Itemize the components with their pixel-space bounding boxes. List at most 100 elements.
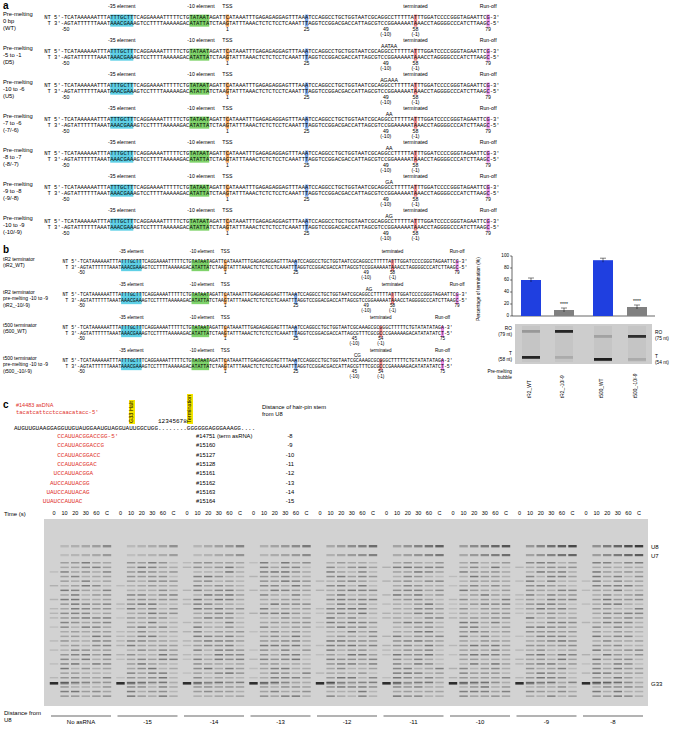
position-number: (-1) xyxy=(377,375,384,380)
gel-band xyxy=(491,659,499,661)
gel-band xyxy=(82,649,90,651)
gel-band xyxy=(116,640,124,641)
gel-band xyxy=(204,590,212,592)
template-strand: T 3'-AGTATTTTTTAAATAAACGAAAGTCCTTTTAAAAA… xyxy=(47,21,499,27)
gel-band xyxy=(236,691,244,693)
gel-band xyxy=(502,576,510,578)
gel-band xyxy=(481,580,489,582)
gel-band xyxy=(470,640,478,642)
gel-band xyxy=(491,677,499,679)
gel-band xyxy=(425,580,433,582)
gel-band xyxy=(369,626,377,628)
gel-band xyxy=(348,640,356,642)
gel-band xyxy=(414,649,422,651)
gel-band xyxy=(159,645,167,647)
gel-band xyxy=(603,594,611,596)
gel-band xyxy=(414,626,422,628)
gel-band xyxy=(614,603,622,605)
gel-band xyxy=(414,594,422,596)
gel-band xyxy=(204,645,212,647)
gel-band xyxy=(138,695,146,697)
gel-band xyxy=(382,613,390,614)
gel-band xyxy=(148,682,156,684)
gel-band xyxy=(491,585,499,587)
gel-band xyxy=(459,580,467,582)
gel-band xyxy=(537,682,545,684)
gel-band xyxy=(614,585,622,587)
gel-band xyxy=(236,545,244,547)
gel-band xyxy=(193,622,201,624)
position-number: 1 xyxy=(226,27,229,32)
gel-band xyxy=(260,691,268,693)
gel-band xyxy=(592,554,600,556)
gel-band xyxy=(60,608,68,610)
gel-band xyxy=(358,631,366,633)
gel-band xyxy=(558,640,566,642)
element-label: -35 element xyxy=(119,316,143,321)
gel-band xyxy=(603,608,611,610)
gel-band xyxy=(393,617,401,619)
gel-band xyxy=(138,686,146,688)
gel-band xyxy=(148,617,156,619)
gel-band xyxy=(71,608,79,610)
gel-band xyxy=(393,672,401,674)
gel-band xyxy=(393,645,401,647)
element-label: terminated xyxy=(403,38,428,43)
gel-band xyxy=(404,626,412,628)
gel-band xyxy=(449,576,457,577)
gel-band xyxy=(236,686,244,688)
position-number: (-10) xyxy=(380,202,391,207)
gel-band xyxy=(502,659,510,661)
axis-tick: 40 xyxy=(504,290,509,295)
position-number: 45 xyxy=(352,370,357,375)
gel-band xyxy=(204,554,212,556)
gel-band xyxy=(127,567,135,569)
gel-band xyxy=(526,567,534,569)
gel-band xyxy=(215,554,223,556)
gel-band xyxy=(236,663,244,665)
position-number: (-10) xyxy=(380,32,391,37)
gel-band xyxy=(526,613,534,615)
gel-band xyxy=(614,613,622,615)
gel-band xyxy=(348,682,356,684)
gel-band xyxy=(491,672,499,674)
gel-band xyxy=(547,590,555,592)
gel-band xyxy=(491,626,499,628)
gel-band xyxy=(558,636,566,638)
gel-band xyxy=(614,668,622,670)
position-number: (-10) xyxy=(361,276,371,281)
gel-band xyxy=(138,636,146,638)
gel-band xyxy=(459,626,467,628)
element-label: -35 element xyxy=(108,4,135,9)
gel-band xyxy=(92,590,100,592)
time-label: 20 xyxy=(272,511,278,517)
gel-band xyxy=(425,571,433,573)
gel-band xyxy=(292,677,300,679)
gel-band xyxy=(481,603,489,605)
element-label: TSS xyxy=(222,140,232,145)
gel-band xyxy=(603,682,611,684)
gel-band xyxy=(348,631,356,633)
gel-band xyxy=(481,617,489,619)
gel-band xyxy=(526,649,534,651)
gel-band xyxy=(60,686,68,688)
gel-band xyxy=(526,617,534,619)
gel-band xyxy=(326,580,334,582)
gel-band xyxy=(491,686,499,688)
gel-band xyxy=(614,645,622,647)
asrna-id: #15128 xyxy=(196,462,215,468)
gel-band xyxy=(614,636,622,638)
gel-band xyxy=(271,640,279,642)
gel-band xyxy=(249,659,257,660)
gel-band xyxy=(281,677,289,679)
gel-band xyxy=(225,645,233,647)
gel-band xyxy=(435,580,443,582)
gel-band xyxy=(635,622,643,624)
gel-band xyxy=(326,599,334,601)
gel-band xyxy=(215,603,223,605)
gel-band xyxy=(138,645,146,647)
gel-band xyxy=(568,594,576,596)
gel-band xyxy=(260,695,268,697)
gel-band xyxy=(526,636,534,638)
gel-band xyxy=(337,554,345,556)
